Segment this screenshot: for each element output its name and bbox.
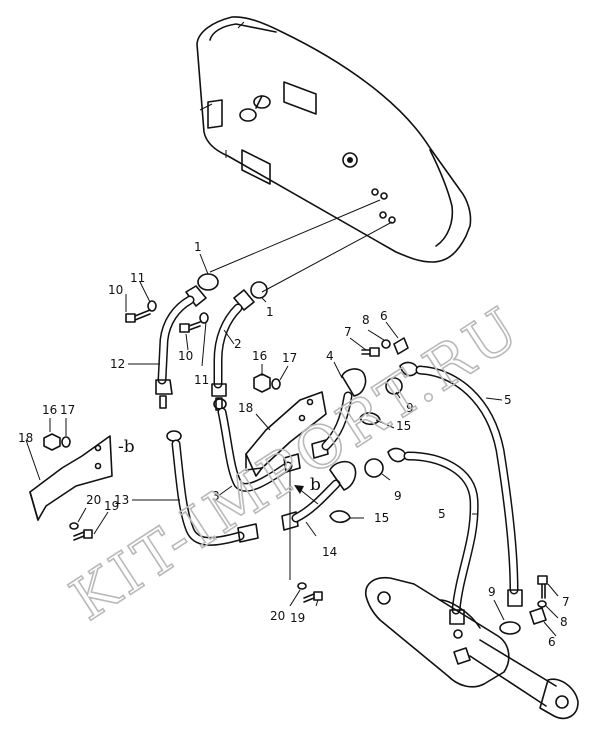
clamp-15-upper: [359, 412, 381, 426]
clamp-15-lower: [329, 510, 351, 524]
plate-6-lower: [529, 607, 547, 625]
callout-10-right: 10: [178, 349, 193, 363]
callout-18-center: 18: [238, 401, 253, 415]
callout-6-upper: 6: [380, 309, 388, 323]
callout-labels: 1 1 2 3 4 5 5 6 6 7 7 8 8 9 9 9 10 10 11…: [18, 240, 570, 649]
callout-15-upper: 15: [396, 419, 411, 433]
washer-17-detail: [61, 436, 71, 448]
callout-19-lower: 19: [290, 611, 305, 625]
callout-16-detail: 16: [42, 403, 57, 417]
washer-20-lower: [297, 582, 307, 590]
hose-14: [281, 460, 357, 531]
callout-19-detail: 19: [104, 499, 119, 513]
bracket-18-detail: [29, 435, 113, 521]
leader-lines: [25, 253, 559, 637]
callout-7-lower: 7: [562, 595, 570, 609]
hose-3: [213, 398, 301, 492]
nut-16-detail: [43, 433, 61, 451]
callout-15-lower: 15: [374, 511, 389, 525]
callout-14: 14: [322, 545, 337, 559]
callout-5-lower: 5: [438, 507, 446, 521]
callout-20-lower: 20: [270, 609, 285, 623]
callout-1-upper: 1: [194, 240, 202, 254]
callout-9-lower: 9: [488, 585, 496, 599]
o-ring-9-middle: [364, 458, 384, 478]
callout-8-lower: 8: [560, 615, 568, 629]
callout-11-lower: 11: [194, 373, 209, 387]
bolt-19-detail: [73, 529, 93, 541]
washer-17-center: [271, 378, 281, 390]
bolt-19-lower: [303, 591, 323, 603]
washer-8-upper: [381, 339, 391, 349]
view-arrow-b: [294, 485, 319, 505]
callout-1-lower: 1: [266, 305, 274, 319]
callout-20-detail: 20: [86, 493, 101, 507]
callout-16-center: 16: [252, 349, 267, 363]
tube-12: [155, 285, 207, 409]
callout-11-upper: 11: [130, 271, 145, 285]
plate-6-upper: [393, 337, 409, 355]
bracket-18-center: [245, 391, 327, 477]
hose-5-upper: [399, 361, 523, 607]
tube-2: [211, 289, 255, 411]
o-ring-lower: [250, 281, 268, 299]
nut-16-center: [253, 373, 271, 393]
bolt-7-lower: [537, 575, 548, 599]
view-ref-arrow: b: [310, 475, 321, 495]
callout-5-upper: 5: [504, 393, 512, 407]
washer-20-detail: [69, 522, 79, 530]
washer-11-left: [147, 300, 157, 312]
washer-8-lower: [537, 600, 547, 608]
callout-4: 4: [326, 349, 334, 363]
hydraulic-cylinder: [365, 576, 579, 720]
o-ring-9-lower: [499, 621, 521, 635]
hose-13: [166, 430, 259, 546]
o-ring-upper: [197, 273, 219, 291]
callout-7-upper: 7: [344, 325, 352, 339]
bolt-10-right: [179, 321, 201, 333]
washer-11-right: [199, 312, 209, 324]
callout-9-upper: 9: [406, 401, 414, 415]
callout-2: 2: [234, 337, 242, 351]
callout-6-lower: 6: [548, 635, 556, 649]
hydraulic-tank: [196, 16, 472, 293]
hose-4: [311, 368, 367, 459]
callout-8-upper: 8: [362, 313, 370, 327]
hose-5-lower: [387, 447, 479, 625]
callout-18-detail: 18: [18, 431, 33, 445]
callout-17-center: 17: [282, 351, 297, 365]
o-ring-9-upper: [385, 377, 403, 395]
callout-9-middle: 9: [394, 489, 402, 503]
callout-12: 12: [110, 357, 125, 371]
view-ref-left: -b: [118, 437, 135, 457]
callout-10-left: 10: [108, 283, 123, 297]
callout-17-detail: 17: [60, 403, 75, 417]
bolt-10-left: [125, 309, 151, 323]
callout-3: 3: [212, 489, 220, 503]
callout-13: 13: [114, 493, 129, 507]
